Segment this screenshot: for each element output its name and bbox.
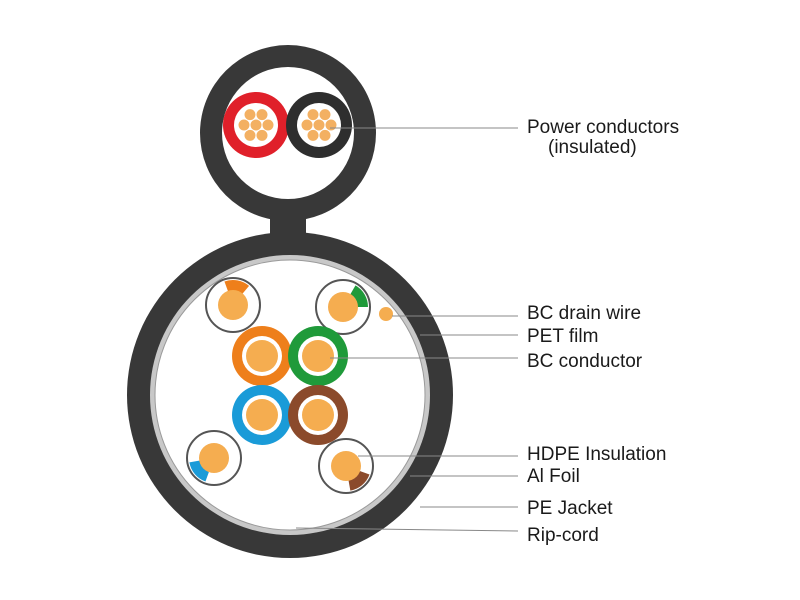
copper-core-top-left: [218, 290, 248, 320]
copper-strand: [318, 108, 332, 122]
rip-cord: [293, 523, 299, 529]
blue-pair-conductor: [232, 385, 292, 445]
copper-strand: [255, 108, 269, 122]
copper-strand: [255, 128, 269, 142]
blue-copper-core: [246, 399, 278, 431]
label-hdpe-insulation: HDPE Insulation: [527, 444, 667, 465]
copper-strand: [261, 118, 275, 132]
leader-rip-cord: [295, 527, 519, 532]
orange-copper-core: [246, 340, 278, 372]
label-bc-conductor: BC conductor: [527, 351, 643, 372]
label-rip-cord: Rip-cord: [527, 525, 599, 546]
power-cable-section: [200, 45, 376, 237]
label-power-conductors-insulated: (insulated): [548, 137, 637, 158]
brown-pair-conductor: [288, 385, 348, 445]
copper-core-bottom-left: [199, 443, 229, 473]
outer-conductor-top-right: [315, 279, 371, 335]
red-power-conductor-strands: [237, 108, 275, 142]
copper-strand: [318, 128, 332, 142]
main-cable-section: [127, 232, 453, 558]
copper-strand: [243, 108, 257, 122]
outer-conductor-bottom-right: [318, 438, 374, 494]
label-bc-drain-wire: BC drain wire: [527, 303, 642, 324]
outer-conductor-bottom-left: [186, 430, 242, 486]
bc-drain-wire: [379, 307, 393, 321]
orange-pair-conductor: [232, 326, 292, 386]
green-copper-core: [302, 340, 334, 372]
copper-core-top-right: [328, 292, 358, 322]
copper-core-bottom-right: [331, 451, 361, 481]
copper-strand: [237, 118, 251, 132]
black-power-conductor-strands: [300, 108, 338, 142]
leader-lines: [295, 127, 519, 532]
label-pe-jacket: PE Jacket: [527, 498, 613, 519]
brown-copper-core: [302, 399, 334, 431]
label-al-foil: Al Foil: [527, 466, 580, 487]
copper-strand: [300, 118, 314, 132]
green-pair-conductor: [288, 326, 348, 386]
copper-strand: [306, 128, 320, 142]
label-pet-film: PET film: [527, 326, 599, 347]
messenger-neck: [270, 205, 306, 237]
cable-core-area: [158, 263, 422, 527]
copper-strand: [243, 128, 257, 142]
outer-conductor-top-left: [205, 277, 261, 333]
copper-strand: [306, 108, 320, 122]
label-power-conductors: Power conductors: [527, 117, 680, 138]
